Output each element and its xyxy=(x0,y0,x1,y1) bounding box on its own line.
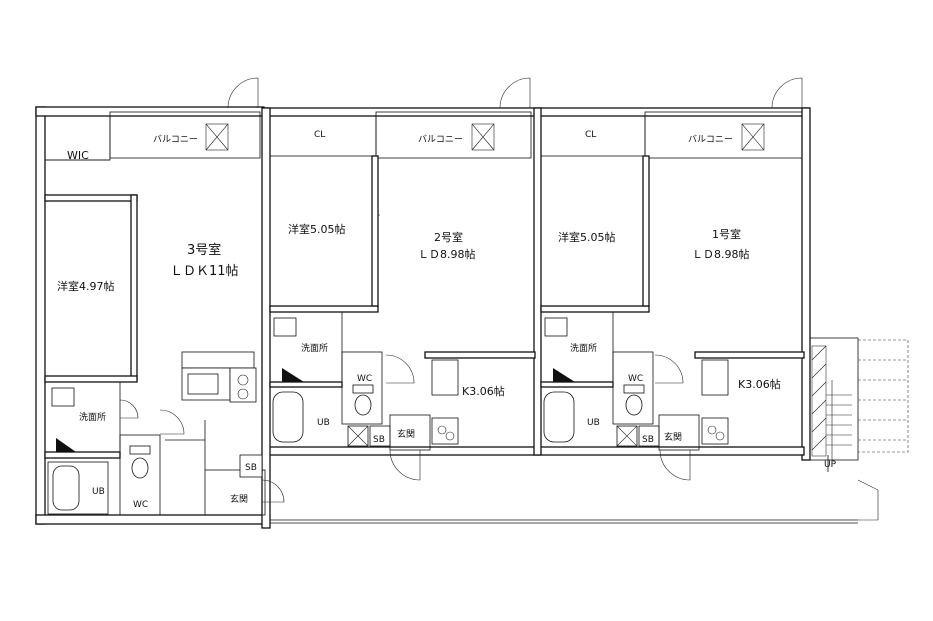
unit3-balcony-label: バルコニー xyxy=(153,134,198,145)
unit2-name: 2号室 xyxy=(434,230,463,244)
unit1-interior xyxy=(540,115,805,481)
unit3-name: 3号室 xyxy=(187,242,221,258)
unit1-western: 洋室5.05帖 xyxy=(558,230,616,244)
unit3-western: 洋室4.97帖 xyxy=(57,279,115,293)
unit2-washroom: 洗面所 xyxy=(301,342,328,354)
outer-walls xyxy=(35,106,858,529)
stair xyxy=(809,337,909,521)
unit1-entrance: 玄関 xyxy=(664,431,682,443)
unit1-shoebox: SB xyxy=(642,435,654,445)
unit2-bath: UB xyxy=(317,418,330,428)
unit2-ld: ＬＤ8.98帖 xyxy=(418,248,476,261)
unit2-kitchen: K3.06帖 xyxy=(462,385,505,398)
unit3-interior xyxy=(44,115,285,516)
unit2-balcony: バルコニー xyxy=(418,134,463,145)
unit1-toilet: WC xyxy=(628,374,643,384)
unit2-western: 洋室5.05帖 xyxy=(288,222,346,236)
stair-up-label: UP xyxy=(824,460,837,470)
unit1-name: 1号室 xyxy=(712,227,741,241)
unit3-washroom: 洗面所 xyxy=(79,411,106,423)
unit3-shoebox: SB xyxy=(245,463,257,473)
unit1-closet: CL xyxy=(585,130,596,140)
balconies xyxy=(109,77,803,159)
unit2-entrance: 玄関 xyxy=(397,428,415,440)
unit3-wic-label: WIC xyxy=(67,149,89,162)
unit1-ld: ＬＤ8.98帖 xyxy=(692,248,750,261)
unit3-ldk: ＬＤＫ11帖 xyxy=(170,264,239,279)
unit2-closet: CL xyxy=(314,130,325,140)
unit1-bath: UB xyxy=(587,418,600,428)
unit1-washroom: 洗面所 xyxy=(570,342,597,354)
unit1-kitchen: K3.06帖 xyxy=(738,378,781,391)
unit3-bath: UB xyxy=(92,487,105,497)
unit3-toilet: WC xyxy=(133,500,148,510)
unit2-toilet: WC xyxy=(357,374,372,384)
unit2-shoebox: SB xyxy=(373,435,385,445)
unit2-interior xyxy=(269,115,536,481)
unit3-entrance: 玄関 xyxy=(230,493,248,505)
unit1-balcony: バルコニー xyxy=(688,134,733,145)
